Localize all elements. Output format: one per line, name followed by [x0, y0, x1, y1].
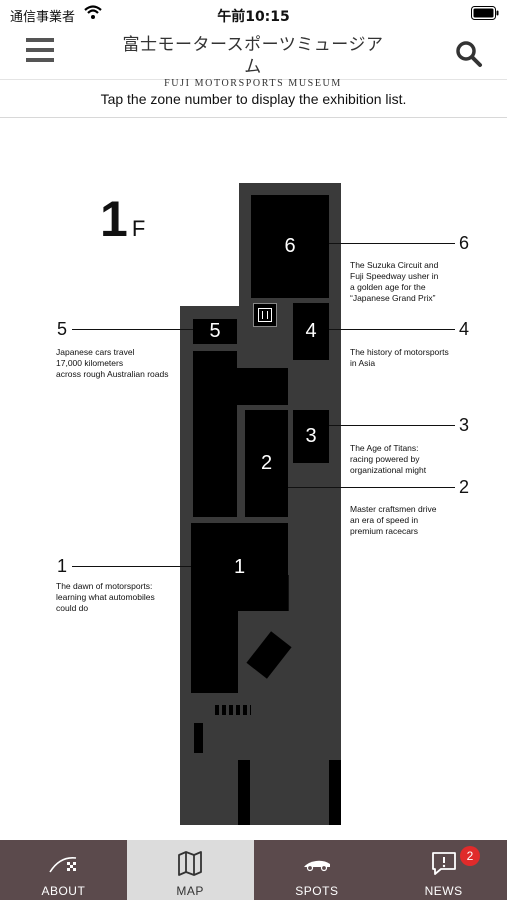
zone-2-room[interactable]: 2 [245, 410, 288, 517]
battery-icon [471, 6, 499, 20]
wall-detail [288, 575, 289, 611]
zone-3-leader [329, 425, 455, 426]
flag-icon [49, 856, 77, 873]
zone-3-number[interactable]: 3 [459, 415, 470, 435]
tab-spots-label: SPOTS [295, 884, 339, 898]
zone-6-room[interactable]: 6 [251, 195, 329, 298]
news-icon [431, 852, 456, 875]
logo-japanese: 富士モータースポーツミュージアム [122, 35, 384, 77]
zone-4-room[interactable]: 4 [293, 303, 329, 360]
zone-6-desc-line: “Japanese Grand Prix” [350, 293, 436, 303]
zone-4-number[interactable]: 4 [459, 319, 470, 339]
zone-4-description: The history of motorsports in Asia [350, 347, 449, 369]
elevator-icon [253, 303, 277, 327]
zone-6-description: The Suzuka Circuit and Fuji Speedway ush… [350, 260, 438, 304]
zone-6-number[interactable]: 6 [459, 233, 470, 253]
zone-1-number[interactable]: 1 [57, 556, 68, 576]
zone-5-desc-line: 17,000 kilometers [56, 358, 124, 368]
entrance-right [329, 760, 341, 825]
carrier-label: 通信事業者 [10, 10, 76, 25]
zone-2-description: Master craftsmen drive an era of speed i… [350, 504, 436, 537]
news-badge: 2 [460, 846, 480, 866]
zone-1-desc-line: learning what automobiles [56, 592, 155, 602]
zone-2-desc-line: Master craftsmen drive [350, 504, 437, 514]
zone-3-desc-line: racing powered by [350, 454, 420, 464]
gallery-block-connector [237, 368, 288, 405]
zone-5-room[interactable]: 5 [193, 319, 237, 344]
zone-4-leader [329, 329, 455, 330]
zone-5-description: Japanese cars travel 17,000 kilometers a… [56, 347, 168, 380]
floor-unit: F [131, 216, 146, 241]
zone-2-room-number: 2 [260, 452, 273, 474]
zone-5-desc-line: across rough Australian roads [56, 369, 169, 379]
menu-icon[interactable] [26, 38, 54, 64]
tab-about-label: ABOUT [41, 884, 86, 898]
zone-5-desc-line: Japanese cars travel [56, 347, 135, 357]
zone-1-desc-line: The dawn of motorsports: [56, 581, 153, 591]
tab-bar: ABOUT MAP SPOTS NEWS [0, 840, 507, 900]
zone-5-number[interactable]: 5 [57, 319, 68, 339]
zone-2-number[interactable]: 2 [459, 477, 470, 497]
tab-news-label: NEWS [424, 884, 463, 898]
zone-1-description: The dawn of motorsports: learning what a… [56, 581, 155, 614]
pillar-detail [194, 723, 203, 753]
gallery-block-south [191, 611, 238, 693]
zone-6-room-number: 6 [284, 235, 296, 257]
status-bar: 通信事業者 午前10:15 [0, 0, 507, 28]
tab-spots[interactable]: SPOTS [254, 840, 381, 900]
gallery-block-west [193, 351, 237, 517]
wifi-icon [84, 5, 102, 19]
zone-2-leader [288, 487, 455, 488]
zone-3-room-number: 3 [305, 425, 317, 447]
car-icon [303, 860, 330, 872]
tab-map-label: MAP [176, 884, 204, 898]
tab-about[interactable]: ABOUT [0, 840, 127, 900]
zone-4-room-number: 4 [305, 320, 317, 342]
museum-logo: 富士モータースポーツミュージアム FUJI MOTORSPORTS MUSEUM [120, 34, 386, 89]
zone-3-description: The Age of Titans: racing powered by org… [350, 443, 426, 476]
zone-5-room-number: 5 [209, 320, 221, 342]
status-time: 午前10:15 [217, 9, 290, 25]
zone-2-desc-line: an era of speed in [350, 515, 419, 525]
zone-4-desc-line: in Asia [350, 358, 376, 368]
floor-number: 1 [100, 191, 128, 247]
zone-6-desc-line: Fuji Speedway usher in [350, 271, 439, 281]
entrance-left [238, 760, 250, 825]
zone-6-leader [329, 243, 455, 244]
zone-2-desc-line: premium racecars [350, 526, 419, 536]
zone-6-desc-line: a golden age for the [350, 282, 426, 292]
zone-1-room-number: 1 [233, 555, 246, 578]
app-header: 富士モータースポーツミュージアム FUJI MOTORSPORTS MUSEUM [0, 28, 507, 89]
zone-1-leader [72, 566, 191, 567]
zone-3-desc-line: The Age of Titans: [350, 443, 419, 453]
tab-news[interactable]: NEWS [380, 840, 507, 900]
zone-6-desc-line: The Suzuka Circuit and [350, 260, 439, 270]
stair-detail [215, 705, 251, 715]
zone-1-room[interactable]: 1 [191, 523, 288, 611]
zone-3-desc-line: organizational might [350, 465, 427, 475]
zone-4-desc-line: The history of motorsports [350, 347, 449, 357]
logo-english: FUJI MOTORSPORTS MUSEUM [164, 78, 342, 89]
search-icon[interactable] [455, 40, 483, 68]
map-icon [178, 851, 203, 876]
zone-3-room[interactable]: 3 [293, 410, 329, 463]
zone-1-desc-line: could do [56, 603, 89, 613]
instruction-text: Tap the zone number to display the exhib… [0, 80, 507, 118]
zone-5-leader [72, 329, 193, 330]
tab-map[interactable]: MAP [126, 840, 254, 900]
